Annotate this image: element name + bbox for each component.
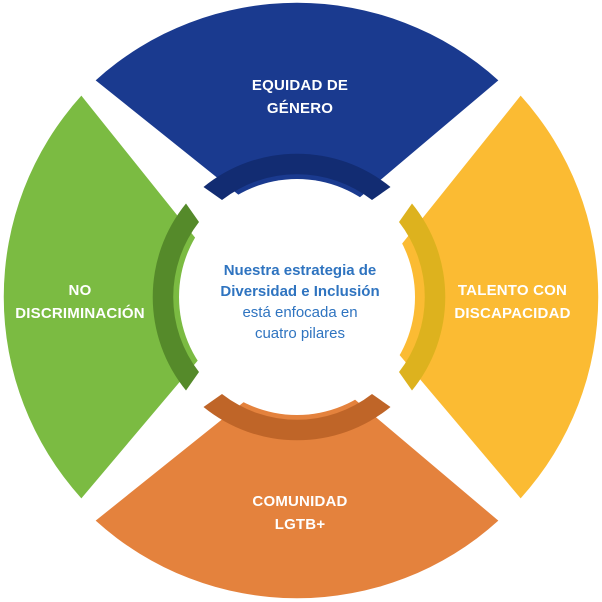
segment-inner-band-bottom: [203, 394, 391, 441]
pillar-label-line: GÉNERO: [266, 100, 334, 117]
pillar-label-no-discriminacion: NO DISCRIMINACIÓN: [5, 279, 155, 325]
pillar-label-talento-con-discapacidad: TALENTO CON DISCAPACIDAD: [445, 279, 580, 325]
pillar-label-line: DISCAPACIDAD: [454, 305, 571, 322]
center-heading-line: Diversidad e Inclusión: [220, 283, 380, 300]
center-sub-line: cuatro pilares: [254, 325, 346, 342]
segment-equidad-de-genero: [95, 2, 499, 207]
pillar-label-line: DISCRIMINACIÓN: [15, 305, 145, 322]
pillar-label-line: NO: [68, 282, 92, 299]
pillar-label-comunidad-lgtb: COMUNIDAD LGTB+: [205, 490, 395, 536]
pillar-label-equidad-de-genero: EQUIDAD DE GÉNERO: [205, 74, 395, 120]
segment-inner-band-top: [203, 153, 391, 200]
segment-inner-band-left: [152, 203, 199, 391]
center-statement: Nuestra estrategia de Diversidad e Inclu…: [200, 260, 400, 344]
center-circle: [179, 179, 415, 415]
segment-talento-con-discapacidad: [394, 95, 599, 499]
pillar-label-line: COMUNIDAD: [252, 493, 348, 510]
segment-no-discriminacion: [3, 95, 208, 499]
pillar-label-line: EQUIDAD DE: [251, 77, 349, 94]
pillar-label-line: LGTB+: [274, 516, 326, 533]
segment-inner-band-right: [399, 203, 446, 391]
center-sub-line: está enfocada en: [242, 304, 358, 321]
segment-comunidad-lgtb: [95, 394, 499, 599]
center-heading-line: Nuestra estrategia de: [223, 262, 377, 279]
pillar-label-line: TALENTO CON: [457, 282, 568, 299]
